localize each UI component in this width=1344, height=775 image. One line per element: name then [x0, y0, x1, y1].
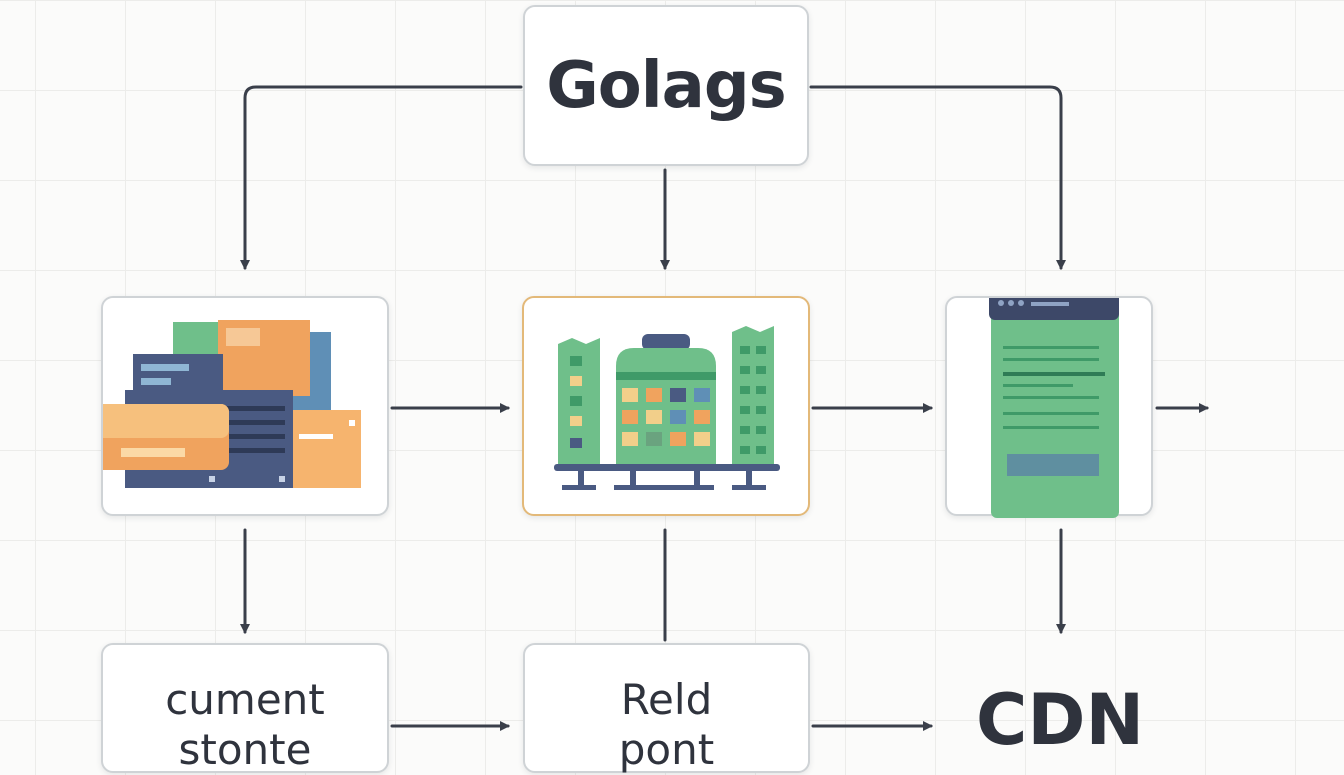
stored-node-line1: cument: [165, 675, 325, 724]
city-build-icon: [554, 326, 780, 490]
stored-node-line2: stonte: [178, 725, 312, 774]
build-output-node-line2: pont: [618, 725, 715, 774]
edge-title-to-documents: [240, 85, 523, 270]
documents-stack-icon: [103, 320, 361, 488]
stored-node[interactable]: cument stonte: [101, 643, 389, 775]
web-page-icon: [989, 298, 1119, 518]
edge-title-to-web: [809, 85, 1066, 270]
build-output-node[interactable]: Reld pont: [523, 643, 810, 775]
web-node[interactable]: [945, 296, 1153, 518]
documents-node[interactable]: [101, 296, 389, 516]
title-node-label: Golags: [546, 48, 787, 123]
title-node[interactable]: Golags: [523, 5, 809, 166]
cdn-node-label[interactable]: CDN: [975, 679, 1145, 761]
build-node[interactable]: [522, 296, 810, 516]
build-output-node-label: Reld pont: [525, 645, 808, 775]
stored-node-label: cument stonte: [103, 645, 387, 775]
connector-layer: [240, 85, 1209, 731]
build-output-node-line1: Reld: [620, 675, 713, 724]
